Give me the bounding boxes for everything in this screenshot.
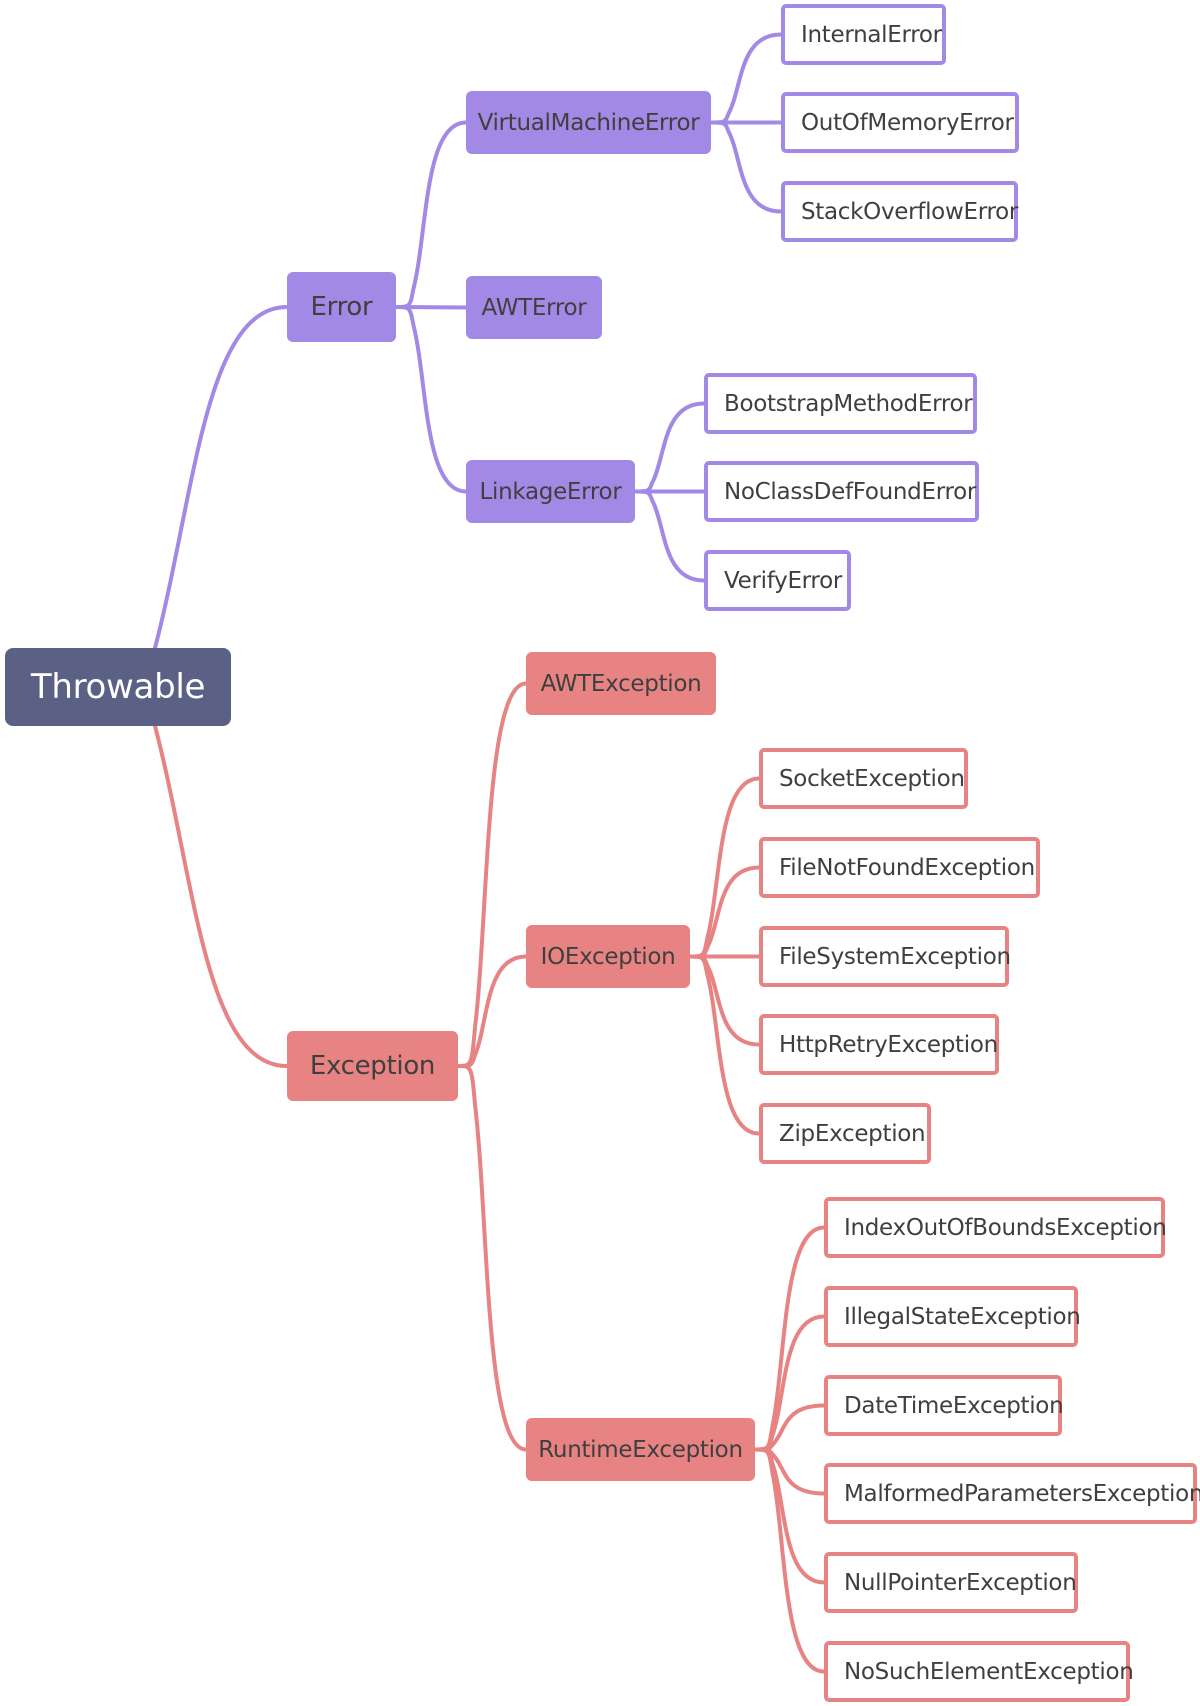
node-verify-error: VerifyError xyxy=(704,550,851,611)
connector-node-illegal-state-exception xyxy=(753,1314,826,1452)
node-out-of-memory-error: OutOfMemoryError xyxy=(781,92,1019,153)
connector-node-stack-overflow-error xyxy=(709,120,783,214)
connector-node-linkage-error xyxy=(394,305,468,494)
connector-node-error xyxy=(153,305,289,650)
connector-node-file-not-found-exception xyxy=(688,865,761,959)
connector-node-runtime-exception xyxy=(456,1064,528,1452)
node-null-pointer-exception: NullPointerException xyxy=(824,1552,1078,1613)
node-io-exception: IOException xyxy=(526,925,690,988)
node-error: Error xyxy=(287,272,396,342)
connector-node-virtual-machine-error xyxy=(394,120,468,309)
node-linkage-error: LinkageError xyxy=(466,460,635,523)
connector-node-malformed-parameters-exception xyxy=(753,1447,826,1496)
node-no-such-element-exception: NoSuchElementException xyxy=(824,1641,1134,1702)
node-no-class-def-found-error: NoClassDefFoundError xyxy=(704,461,979,522)
node-internal-error: InternalError xyxy=(781,4,946,65)
node-file-not-found-exception: FileNotFoundException xyxy=(759,837,1040,898)
connector-node-date-time-exception xyxy=(753,1403,826,1452)
connector-node-http-retry-exception xyxy=(688,954,761,1047)
node-index-out-of-bounds-exception: IndexOutOfBoundsException xyxy=(824,1197,1167,1258)
connector-node-verify-error xyxy=(633,489,706,583)
node-bootstrap-method-error: BootstrapMethodError xyxy=(704,373,977,434)
connector-node-exception xyxy=(153,724,289,1068)
node-malformed-parameters-exception: MalformedParametersException xyxy=(824,1463,1200,1524)
connector-node-zip-exception xyxy=(688,954,761,1136)
connector-node-no-such-element-exception xyxy=(753,1447,826,1674)
node-exception: Exception xyxy=(287,1031,458,1101)
node-stack-overflow-error: StackOverflowError xyxy=(781,181,1018,242)
node-runtime-exception: RuntimeException xyxy=(526,1418,755,1481)
connector-node-bootstrap-method-error xyxy=(633,401,706,494)
node-date-time-exception: DateTimeException xyxy=(824,1375,1064,1436)
connector-node-internal-error xyxy=(709,32,783,125)
connector-node-awt-exception xyxy=(456,681,528,1068)
node-socket-exception: SocketException xyxy=(759,748,968,809)
node-awt-exception: AWTException xyxy=(526,652,716,715)
connector-node-null-pointer-exception xyxy=(753,1447,826,1585)
node-zip-exception: ZipException xyxy=(759,1103,931,1164)
node-virtual-machine-error: VirtualMachineError xyxy=(466,91,711,154)
node-illegal-state-exception: IllegalStateException xyxy=(824,1286,1081,1347)
connector-node-io-exception xyxy=(456,954,528,1068)
node-throwable: Throwable xyxy=(5,648,231,726)
node-http-retry-exception: HttpRetryException xyxy=(759,1014,999,1075)
node-awt-error: AWTError xyxy=(466,276,602,339)
node-file-system-exception: FileSystemException xyxy=(759,926,1011,987)
